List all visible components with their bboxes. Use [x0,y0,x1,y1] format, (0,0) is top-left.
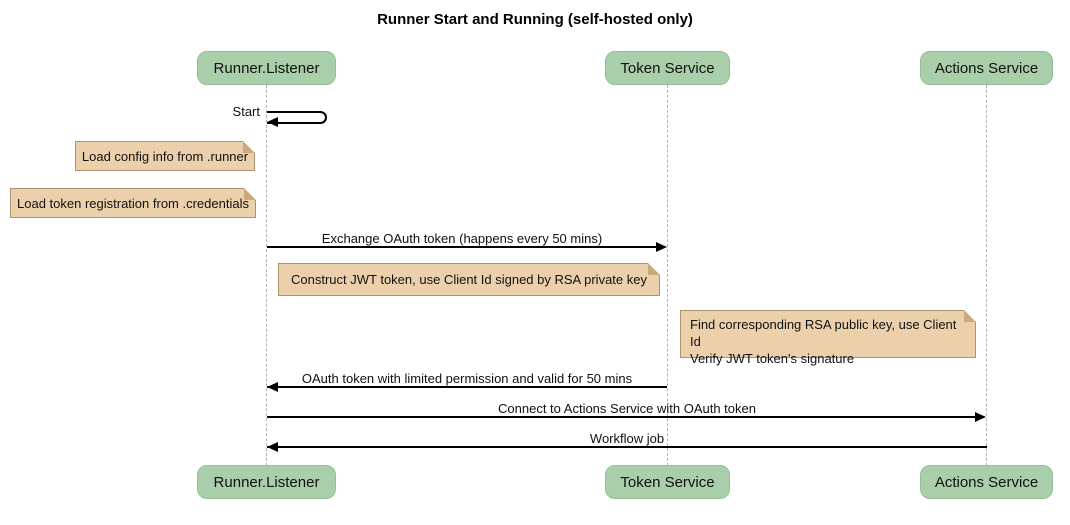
message-oauth-token-back-label: OAuth token with limited permission and … [301,371,633,386]
arrowhead-left-icon [267,442,278,452]
note-load-token-registration: Load token registration from .credential… [10,188,256,218]
participant-bottom-runner-listener: Runner.Listener [197,465,336,499]
message-workflow-job-label: Workflow job [589,431,665,446]
participant-top-token-service: Token Service [605,51,730,85]
note-verify-jwt: Find corresponding RSA public key, use C… [680,310,976,366]
arrowhead-right-icon [975,412,986,422]
message-start-label: Start [232,104,260,119]
note-text: Load config info from .runner [81,148,249,164]
participant-label: Token Service [620,473,715,491]
note-fold-icon [648,263,660,275]
participant-label: Runner.Listener [213,473,320,491]
note-text-line2: Verify JWT token's signature [690,351,855,366]
note-text: Load token registration from .credential… [17,195,249,211]
lifeline-runner-listener [266,85,267,466]
note-fold-icon [244,188,256,200]
note-text-line1: Find corresponding RSA public key, use C… [690,317,957,349]
participant-label: Actions Service [934,473,1039,491]
lifeline-token-service [667,85,668,466]
note-text: Construct JWT token, use Client Id signe… [291,272,647,287]
participant-label: Actions Service [934,59,1039,77]
participant-top-runner-listener: Runner.Listener [197,51,336,85]
arrowhead-right-icon [656,242,667,252]
message-oauth-token-back-line [267,386,667,388]
participant-label: Token Service [620,59,715,77]
participant-label: Runner.Listener [213,59,320,77]
message-workflow-job-line [267,446,987,448]
message-start-self-loop [267,111,327,124]
participant-top-actions-service: Actions Service [920,51,1053,85]
message-exchange-oauth-label: Exchange OAuth token (happens every 50 m… [321,231,603,246]
note-construct-jwt: Construct JWT token, use Client Id signe… [278,263,660,296]
participant-bottom-token-service: Token Service [605,465,730,499]
message-connect-actions-line [267,416,976,418]
participant-bottom-actions-service: Actions Service [920,465,1053,499]
note-fold-icon [964,310,976,322]
note-fold-icon [243,141,255,153]
diagram-title: Runner Start and Running (self-hosted on… [377,11,693,28]
lifeline-actions-service [986,85,987,466]
arrowhead-left-icon [267,382,278,392]
message-connect-actions-label: Connect to Actions Service with OAuth to… [498,401,756,416]
message-exchange-oauth-line [267,246,657,248]
arrowhead-left-icon [267,117,278,127]
note-load-config: Load config info from .runner [75,141,255,171]
